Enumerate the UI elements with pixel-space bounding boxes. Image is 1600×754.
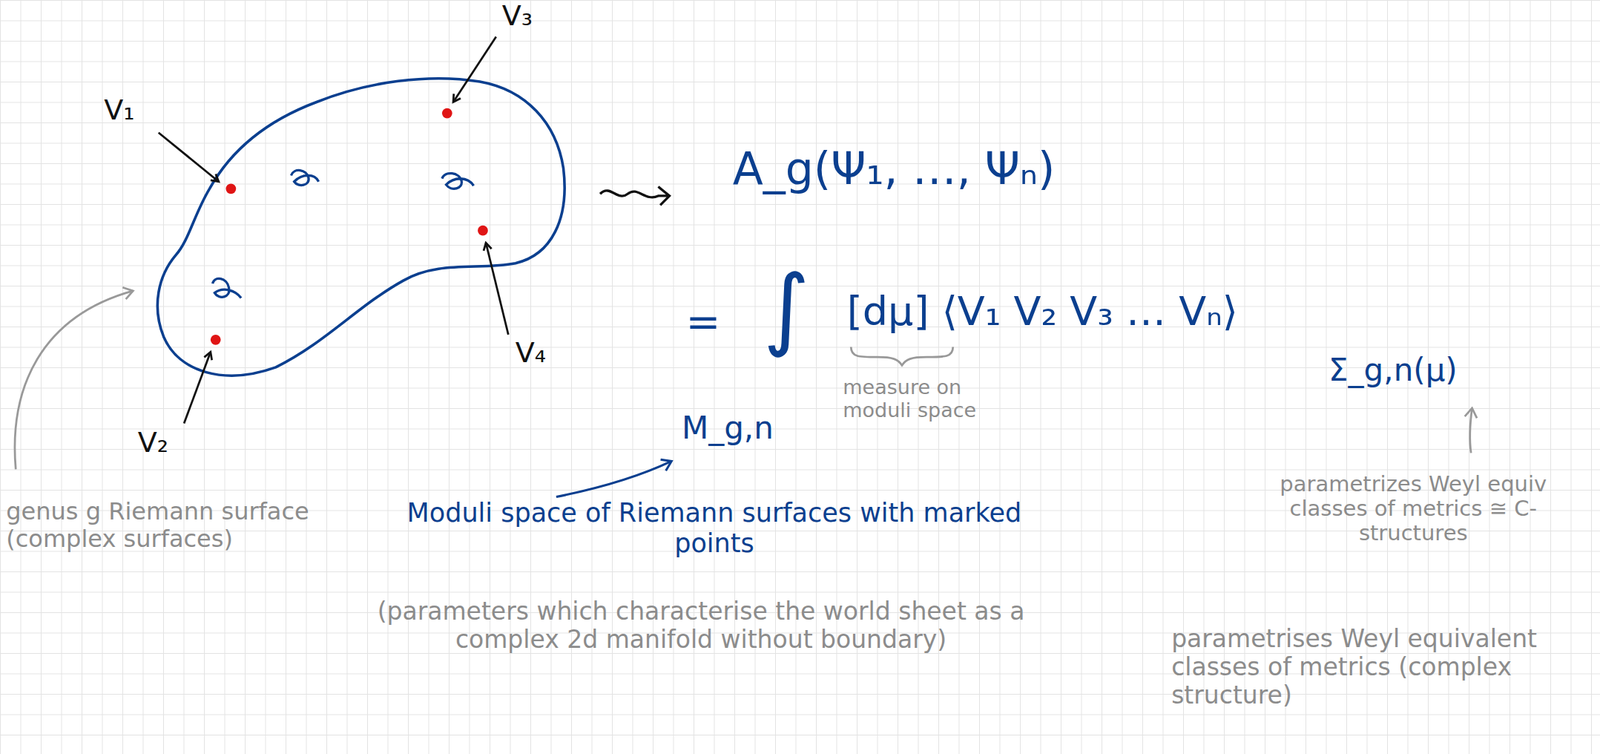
point-arrows [158,36,509,423]
integral-sign: ∫ [763,263,811,353]
weyl-note: parametrises Weyl equivalent classes of … [1171,624,1595,710]
squiggle-arrow [600,186,670,206]
underbrace [850,346,953,365]
vertex-label: V₂ [137,426,169,460]
genus-arrow [14,290,133,470]
sigma-arrow [1470,407,1473,453]
genus-handles [212,169,474,298]
parameters-note: (parameters which characterise the world… [369,597,1033,654]
marked-points [210,108,489,345]
moduli-note: Moduli space of Riemann surfaces with ma… [387,497,1041,558]
weyl-note: parametrizes Weyl equiv classes of metri… [1265,471,1562,546]
integration-domain: M_g,n [681,410,774,446]
surface-note: genus g Riemann surface (complex surface… [5,497,313,553]
moduli-arrow [556,460,672,497]
measure-note: measure on moduli space [842,375,1017,422]
worldsheet-label: Σ_g,n(μ) [1328,352,1458,388]
vertex-label: V₃ [502,0,533,33]
integrand: [dμ] ⟨V₁ V₂ V₃ … Vₙ⟩ [847,288,1239,335]
surface-outline [157,78,565,376]
vertex-label: V₁ [103,94,135,127]
vertex-label: V₄ [515,336,546,370]
amplitude: A_g(Ψ₁, …, Ψₙ) [732,143,1056,195]
equals-sign: = [685,298,721,346]
